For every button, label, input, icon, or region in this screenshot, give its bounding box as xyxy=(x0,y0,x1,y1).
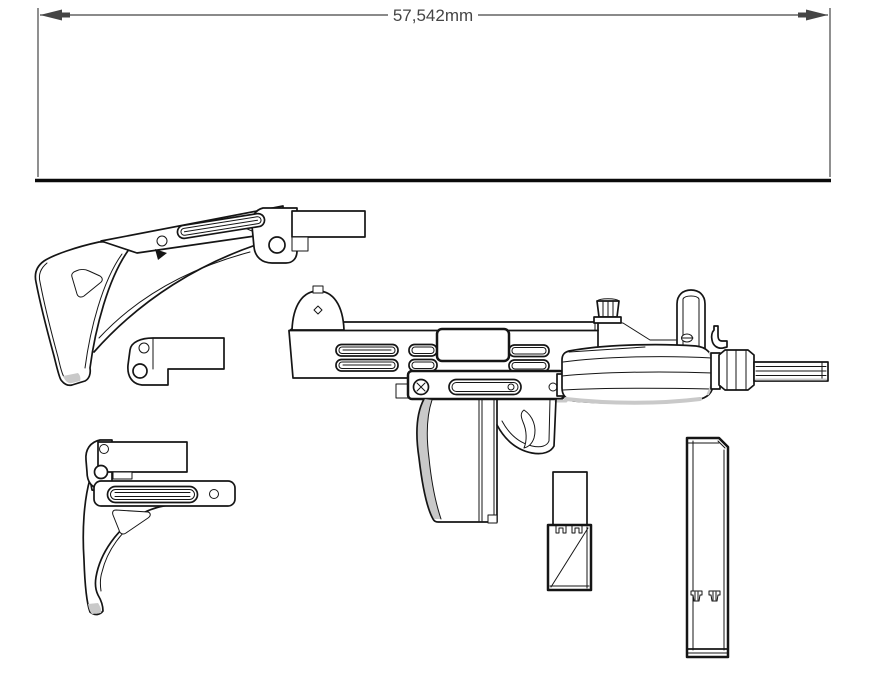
cooling-slots xyxy=(335,343,550,373)
cocking-knob-drawing xyxy=(593,298,622,324)
trigger-guard-drawing xyxy=(496,398,568,455)
bolt-short-magazine-drawing xyxy=(546,471,593,592)
dimension-label: 57,542mm xyxy=(393,6,473,25)
barrel-assembly-drawing xyxy=(710,349,829,391)
overall-length-dimension: 57,542mm xyxy=(37,6,831,177)
stock-rail-block-folded xyxy=(97,441,188,473)
dimension-arrow-right xyxy=(798,9,828,21)
magazine-button xyxy=(690,590,703,602)
dimension-arrow-left xyxy=(40,9,70,21)
front-sight-drawing xyxy=(676,289,706,350)
barrel-shroud-drawing xyxy=(561,343,715,405)
ejection-cover-plate xyxy=(435,327,511,363)
pivot-arrow-mark xyxy=(155,249,167,260)
sling-hook-drawing xyxy=(710,325,728,350)
trigger-housing-drawing xyxy=(395,369,566,401)
pistol-grip-drawing xyxy=(416,398,498,524)
rear-sight-drawing xyxy=(291,290,345,331)
hinge-pin-hole xyxy=(268,236,286,254)
stock-rail-block xyxy=(291,210,366,238)
folding-stock-extended-drawing xyxy=(34,205,366,387)
hinge-rail-bracket-drawing xyxy=(127,337,225,386)
uzi-main-assembly-drawing xyxy=(288,285,829,524)
long-magazine-drawing xyxy=(685,436,730,659)
trigger-drawing xyxy=(520,409,536,449)
foot-tip-shading xyxy=(88,603,102,614)
butt-tip-shading xyxy=(63,373,81,384)
folding-stock-folded-drawing xyxy=(82,439,236,616)
magazine-button xyxy=(708,590,721,602)
